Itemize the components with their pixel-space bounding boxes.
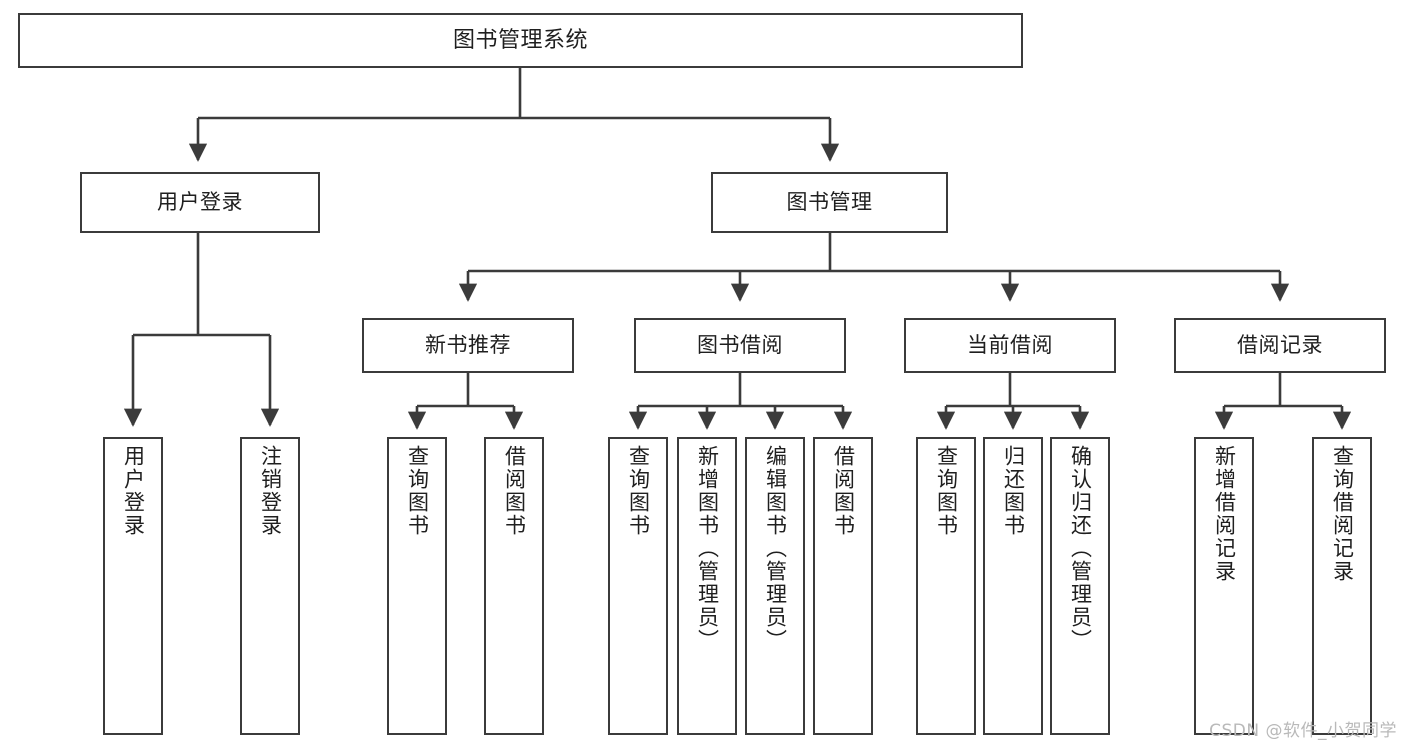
node-leaf-borrow-book-a[interactable]: 借阅图书 [484, 437, 544, 735]
node-leaf-user-login[interactable]: 用户登录 [103, 437, 163, 735]
node-current-borrow-label: 当前借阅 [967, 333, 1053, 358]
node-new-book-recommend[interactable]: 新书推荐 [362, 318, 574, 373]
node-leaf-query-record[interactable]: 查询借阅记录 [1312, 437, 1372, 735]
node-leaf-return-book-label: 归还图书 [1001, 445, 1026, 537]
node-leaf-add-book[interactable]: 新增图书（管理员） [677, 437, 737, 735]
node-leaf-add-record[interactable]: 新增借阅记录 [1194, 437, 1254, 735]
node-root-system-label: 图书管理系统 [452, 27, 588, 53]
node-leaf-query-book-c[interactable]: 查询图书 [916, 437, 976, 735]
node-leaf-confirm-return-label: 确认归还（管理员） [1068, 445, 1093, 652]
node-leaf-query-book-b-label: 查询图书 [626, 445, 651, 537]
node-current-borrow[interactable]: 当前借阅 [904, 318, 1116, 373]
node-leaf-edit-book-label: 编辑图书（管理员） [763, 445, 788, 652]
node-leaf-confirm-return[interactable]: 确认归还（管理员） [1050, 437, 1110, 735]
node-leaf-logout-label: 注销登录 [258, 445, 283, 537]
node-leaf-query-book-c-label: 查询图书 [934, 445, 959, 537]
node-leaf-query-book-a-label: 查询图书 [405, 445, 430, 537]
node-leaf-borrow-book-b[interactable]: 借阅图书 [813, 437, 873, 735]
node-leaf-user-login-label: 用户登录 [121, 445, 146, 537]
watermark-text: CSDN @软件_小贺同学 [1209, 721, 1397, 741]
node-book-borrow[interactable]: 图书借阅 [634, 318, 846, 373]
node-book-manage-label: 图书管理 [786, 190, 873, 215]
node-new-book-recommend-label: 新书推荐 [425, 333, 511, 358]
node-borrow-record[interactable]: 借阅记录 [1174, 318, 1386, 373]
node-leaf-edit-book[interactable]: 编辑图书（管理员） [745, 437, 805, 735]
node-book-borrow-label: 图书借阅 [697, 333, 783, 358]
node-leaf-query-book-b[interactable]: 查询图书 [608, 437, 668, 735]
node-user-login[interactable]: 用户登录 [80, 172, 320, 233]
node-leaf-logout[interactable]: 注销登录 [240, 437, 300, 735]
node-root-system[interactable]: 图书管理系统 [18, 13, 1023, 68]
node-user-login-label: 用户登录 [157, 190, 243, 215]
node-leaf-borrow-book-b-label: 借阅图书 [831, 445, 856, 537]
node-leaf-add-book-label: 新增图书（管理员） [695, 445, 720, 652]
node-leaf-query-record-label: 查询借阅记录 [1330, 445, 1355, 583]
node-borrow-record-label: 借阅记录 [1237, 333, 1323, 358]
node-leaf-borrow-book-a-label: 借阅图书 [502, 445, 527, 537]
node-book-manage[interactable]: 图书管理 [711, 172, 948, 233]
node-leaf-add-record-label: 新增借阅记录 [1212, 445, 1237, 583]
node-leaf-query-book-a[interactable]: 查询图书 [387, 437, 447, 735]
node-leaf-return-book[interactable]: 归还图书 [983, 437, 1043, 735]
